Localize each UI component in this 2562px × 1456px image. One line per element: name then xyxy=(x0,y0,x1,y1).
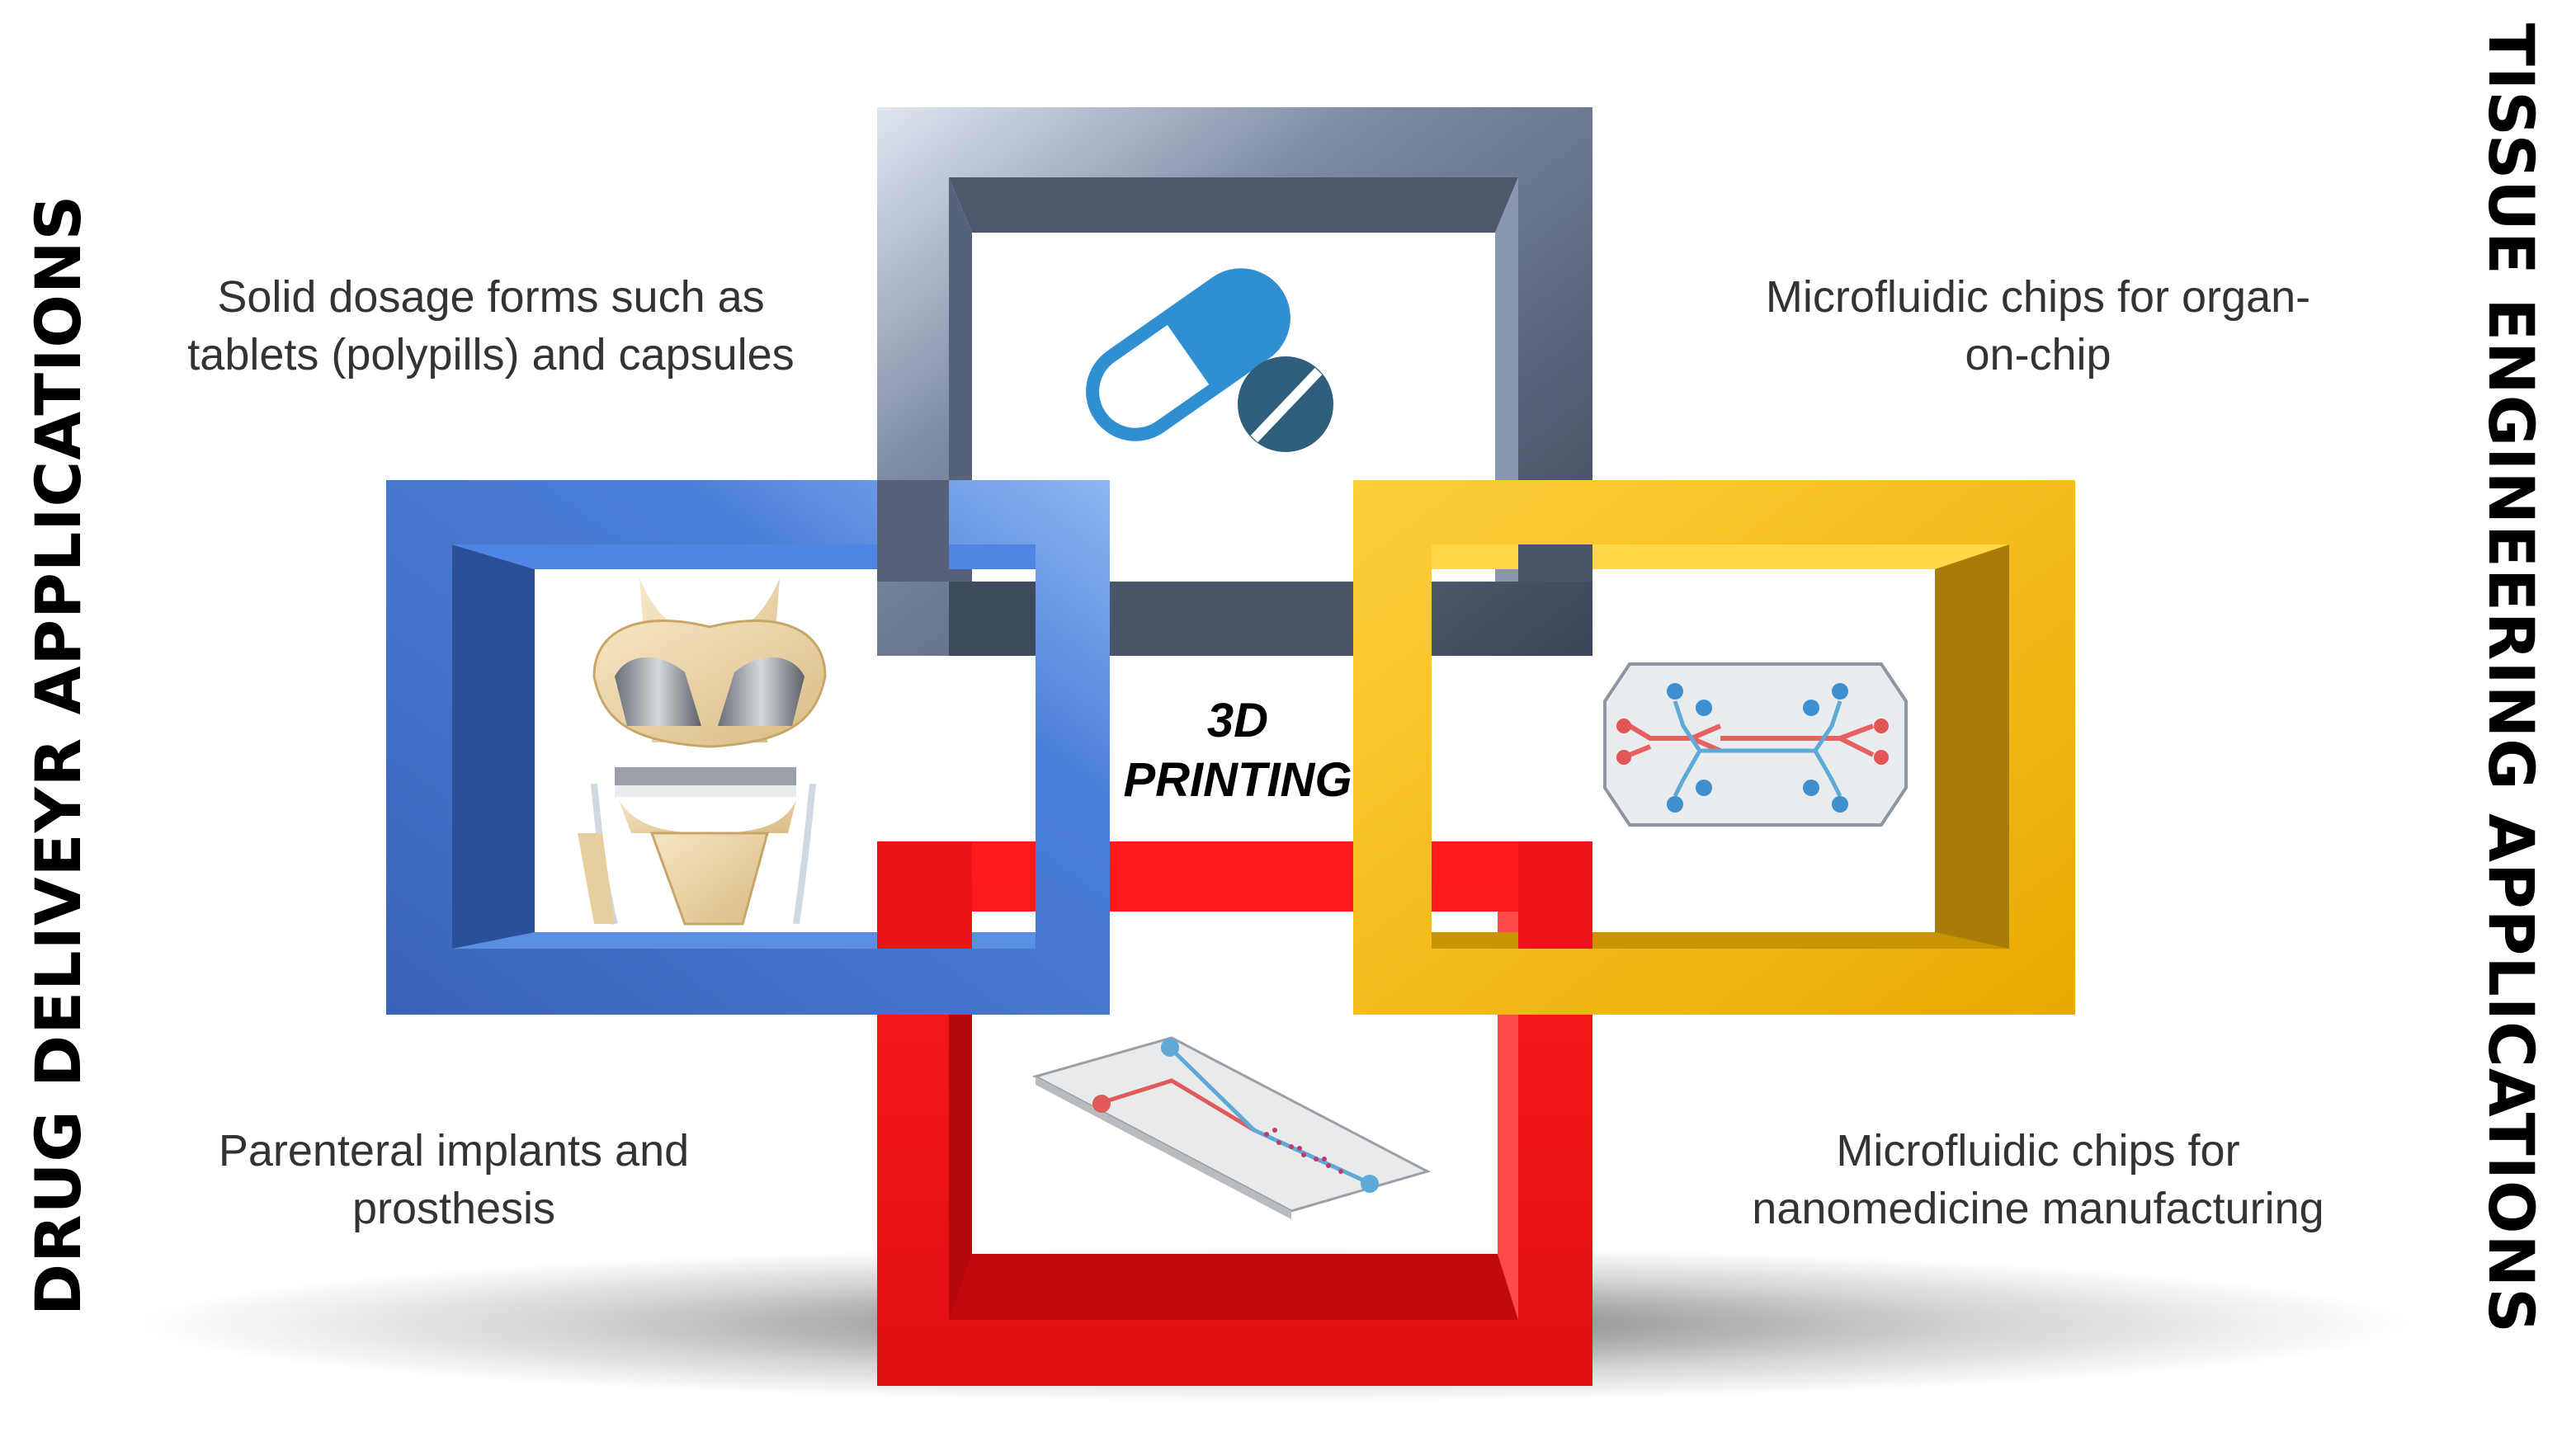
top-frame xyxy=(877,107,1592,656)
left-side-title: DRUG DELIVEYR APPLICATIONS xyxy=(21,194,95,1316)
center-label: 3D PRINTING xyxy=(1106,691,1370,810)
overlap-top-right xyxy=(1518,544,1592,582)
caption-solid-dosage: Solid dosage forms such as tablets (poly… xyxy=(144,268,837,384)
bottom-frame-top-band xyxy=(1110,841,1353,912)
caption-nanomedicine: Microfluidic chips for nanomedicine manu… xyxy=(1700,1122,2376,1237)
overlap-bottom-right xyxy=(1518,841,1592,949)
organ-on-chip-icon xyxy=(1603,662,1908,827)
pill-capsule-tablet-icon xyxy=(1086,268,1290,441)
caption-nanomedicine-line2: nanomedicine manufacturing xyxy=(1752,1184,2324,1233)
overlap-top-left-band xyxy=(949,582,1036,656)
top-frame-bottom-band xyxy=(1110,582,1353,656)
caption-solid-dosage-line2: tablets (polypills) and capsules xyxy=(187,330,795,379)
tablet-icon xyxy=(1238,356,1333,452)
caption-solid-dosage-line1: Solid dosage forms such as xyxy=(217,272,765,322)
caption-implants-line1: Parenteral implants and xyxy=(218,1126,690,1176)
caption-organ-on-chip-line1: Microfluidic chips for organ- xyxy=(1765,272,2311,322)
caption-organ-on-chip: Microfluidic chips for organ- on-chip xyxy=(1716,268,2360,384)
left-frame xyxy=(386,480,1110,1015)
overlap-top-left xyxy=(877,480,949,582)
caption-implants: Parenteral implants and prosthesis xyxy=(165,1122,743,1237)
center-label-line2: PRINTING xyxy=(1123,753,1352,807)
nanomedicine-chip-icon xyxy=(1031,1036,1432,1219)
right-frame xyxy=(1353,480,2075,1015)
right-side-title: TISSUE ENGINEERING APPLICATIONS xyxy=(2475,23,2548,1334)
overlap-bottom-left xyxy=(877,841,972,949)
caption-organ-on-chip-line2: on-chip xyxy=(1965,330,2111,379)
knee-implant-icon xyxy=(578,577,827,926)
center-label-line1: 3D xyxy=(1206,694,1269,747)
caption-implants-line2: prosthesis xyxy=(352,1184,556,1233)
caption-nanomedicine-line1: Microfluidic chips for xyxy=(1836,1126,2240,1176)
